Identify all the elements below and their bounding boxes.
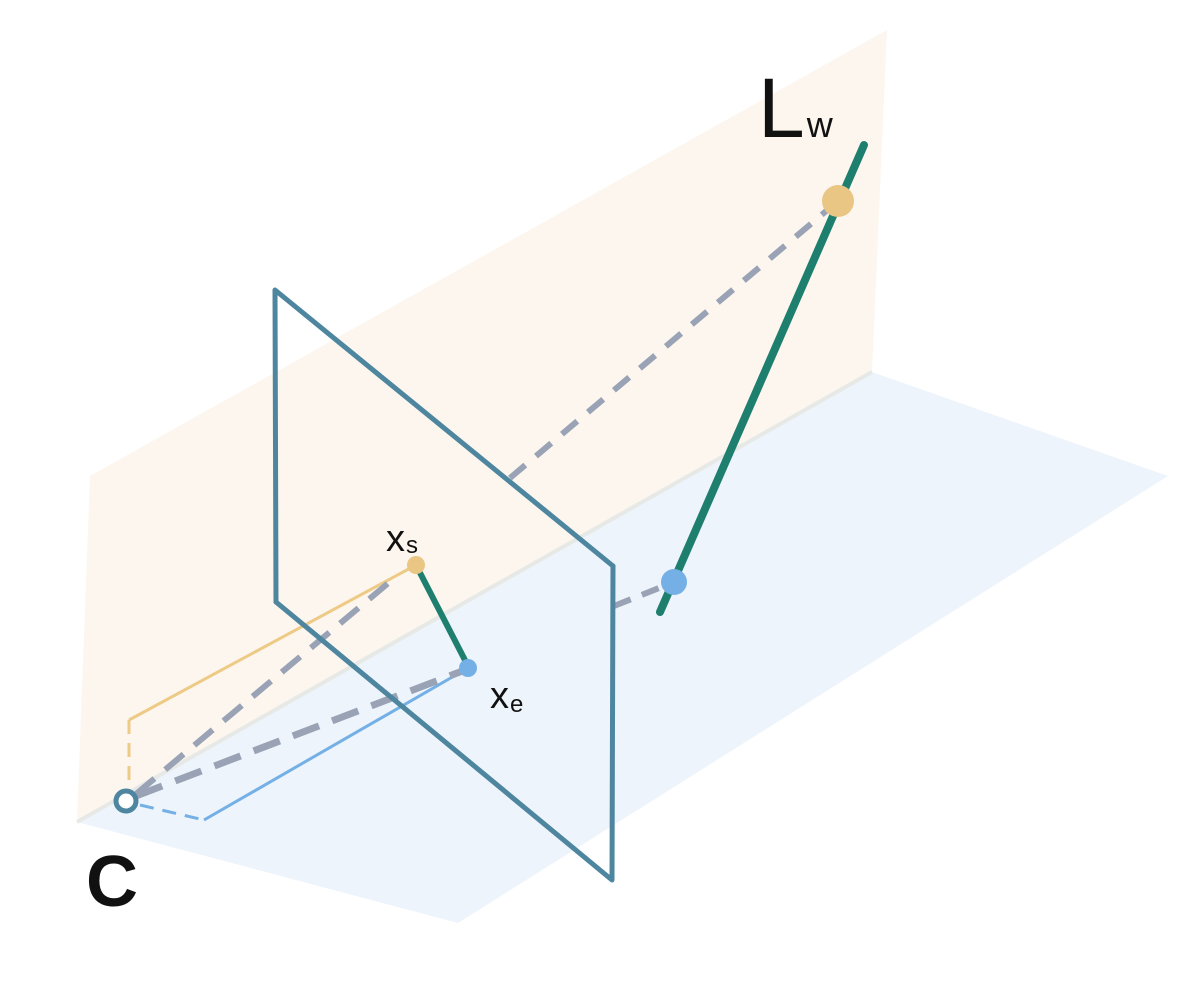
end-point-label-sub: e — [510, 691, 523, 718]
world-line — [656, 141, 868, 616]
end-point-drop — [139, 803, 205, 822]
end-point-label-main: x — [490, 675, 509, 717]
end-point-label: xe — [490, 675, 523, 718]
vertical-plane — [77, 30, 887, 822]
world-start-point — [822, 185, 854, 217]
start-point-label-main: x — [386, 518, 405, 560]
plane-intersection-line — [76, 370, 873, 824]
start-point-label-sub: s — [406, 532, 418, 559]
world-end-point — [661, 569, 687, 595]
image-start-point — [407, 556, 425, 574]
projection-ray-end-near — [134, 666, 467, 800]
projection-ray-start-far — [508, 198, 840, 481]
world-line-label-main: L — [758, 61, 805, 155]
start-point-path — [128, 563, 417, 722]
world-line-label-sub: w — [806, 104, 834, 145]
ground-plane — [77, 372, 1168, 923]
projection-ray-end-far — [612, 579, 676, 609]
camera-center-label: C — [86, 842, 138, 922]
image-end-point — [459, 659, 477, 677]
camera-center-point — [113, 788, 139, 814]
image-plane-back-edges — [272, 287, 616, 605]
start-point-label: xs — [386, 518, 418, 560]
image-plane-front-edges — [273, 563, 616, 883]
projection-ray-start-near — [134, 577, 394, 797]
end-point-path — [203, 666, 469, 822]
world-line-label: Lw — [758, 61, 834, 155]
image-line-segment — [413, 562, 471, 669]
